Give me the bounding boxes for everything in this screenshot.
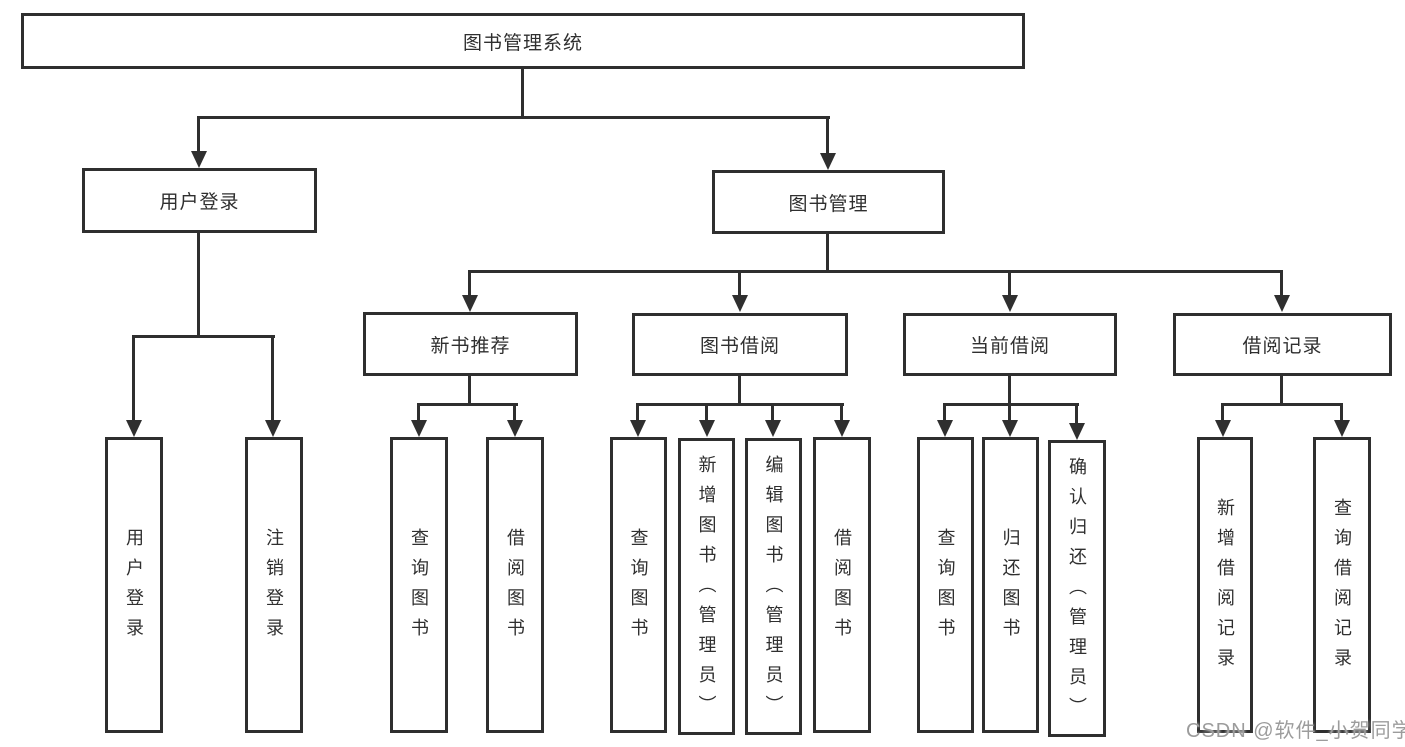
leaf-borrow-books-2: 借阅图书 [813,437,871,733]
connector-line [1280,376,1283,406]
connector-line [1008,376,1011,406]
node-current-borrow-label: 当前借阅 [969,336,1050,357]
arrowhead-down-icon [1002,420,1018,437]
node-book-borrow-label: 图书借阅 [699,336,780,357]
leaf-logout-label: 注销登录 [264,528,284,648]
leaf-query-borrow-record: 查询借阅记录 [1313,437,1371,733]
connector-line [468,270,1283,273]
arrowhead-down-icon [820,153,836,170]
node-user-login: 用户登录 [82,168,317,233]
leaf-return-books: 归还图书 [982,437,1039,733]
connector-line [197,233,200,337]
connector-line [636,403,844,406]
csdn-watermark: CSDN @软件_小贺同学 [1186,720,1405,742]
leaf-user-login-label: 用户登录 [124,528,144,648]
node-root: 图书管理系统 [21,13,1025,69]
leaf-logout: 注销登录 [245,437,303,733]
connector-line [1008,403,1011,423]
connector-line [771,403,774,423]
arrowhead-down-icon [699,420,715,437]
connector-line [271,335,274,422]
node-book-management: 图书管理 [712,170,945,234]
arrowhead-down-icon [1069,423,1085,440]
connector-line [132,335,135,422]
connector-line [636,403,639,423]
connector-line [705,403,708,423]
arrowhead-down-icon [411,420,427,437]
arrowhead-down-icon [1215,420,1231,437]
arrowhead-down-icon [630,420,646,437]
leaf-add-books-admin-label: 新增图书（管理员） [696,454,717,725]
leaf-query-books-3-label: 查询图书 [935,528,956,648]
connector-line [1008,270,1011,297]
connector-line [1280,270,1283,297]
connector-line [943,403,1079,406]
connector-line [468,376,471,406]
node-new-book-recommend-label: 新书推荐 [430,335,511,357]
connector-line [132,335,275,338]
leaf-confirm-return-admin: 确认归还（管理员） [1048,440,1106,737]
node-root-label: 图书管理系统 [462,32,583,54]
arrowhead-down-icon [834,420,850,437]
connector-line [840,403,843,423]
arrowhead-down-icon [507,420,523,437]
arrowhead-down-icon [126,420,142,437]
arrowhead-down-icon [462,295,478,312]
node-book-borrow: 图书借阅 [632,313,848,376]
connector-line [1075,403,1078,426]
leaf-query-borrow-record-label: 查询借阅记录 [1332,498,1352,678]
leaf-add-borrow-record-label: 新增借阅记录 [1215,498,1235,678]
leaf-query-books-1-label: 查询图书 [409,528,429,648]
leaf-borrow-books-1: 借阅图书 [486,437,544,733]
connector-line [738,270,741,297]
leaf-query-books-3: 查询图书 [917,437,974,733]
node-borrow-record-label: 借阅记录 [1242,336,1323,357]
leaf-edit-books-admin-label: 编辑图书（管理员） [763,454,784,725]
leaf-add-borrow-record: 新增借阅记录 [1197,437,1253,733]
leaf-query-books-2: 查询图书 [610,437,667,733]
leaf-confirm-return-admin-label: 确认归还（管理员） [1067,456,1087,727]
connector-line [826,116,829,155]
leaf-user-login: 用户登录 [105,437,163,733]
arrowhead-down-icon [1334,420,1350,437]
connector-line [826,234,829,272]
connector-line [1221,403,1343,406]
connector-line [738,376,741,406]
connector-line [943,403,946,423]
connector-line [468,270,471,297]
node-new-book-recommend: 新书推荐 [363,312,578,376]
leaf-borrow-books-2-label: 借阅图书 [832,528,852,648]
arrowhead-down-icon [265,420,281,437]
connector-line [197,116,830,119]
node-borrow-record: 借阅记录 [1173,313,1392,376]
connector-line [417,403,518,406]
connector-line [1221,403,1224,423]
connector-line [417,403,420,423]
node-book-management-label: 图书管理 [788,193,869,215]
arrowhead-down-icon [1002,295,1018,312]
arrowhead-down-icon [1274,295,1290,312]
connector-line [1340,403,1343,423]
leaf-edit-books-admin: 编辑图书（管理员） [745,438,802,735]
connector-line [513,403,516,423]
arrowhead-down-icon [937,420,953,437]
connector-line [521,69,524,118]
leaf-query-books-2-label: 查询图书 [628,528,649,648]
node-user-login-label: 用户登录 [159,192,240,213]
connector-line [197,116,200,153]
leaf-return-books-label: 归还图书 [1000,528,1021,648]
leaf-query-books-1: 查询图书 [390,437,448,733]
node-current-borrow: 当前借阅 [903,313,1117,376]
leaf-add-books-admin: 新增图书（管理员） [678,438,735,735]
arrowhead-down-icon [191,151,207,168]
arrowhead-down-icon [765,420,781,437]
leaf-borrow-books-1-label: 借阅图书 [505,528,525,648]
arrowhead-down-icon [732,295,748,312]
